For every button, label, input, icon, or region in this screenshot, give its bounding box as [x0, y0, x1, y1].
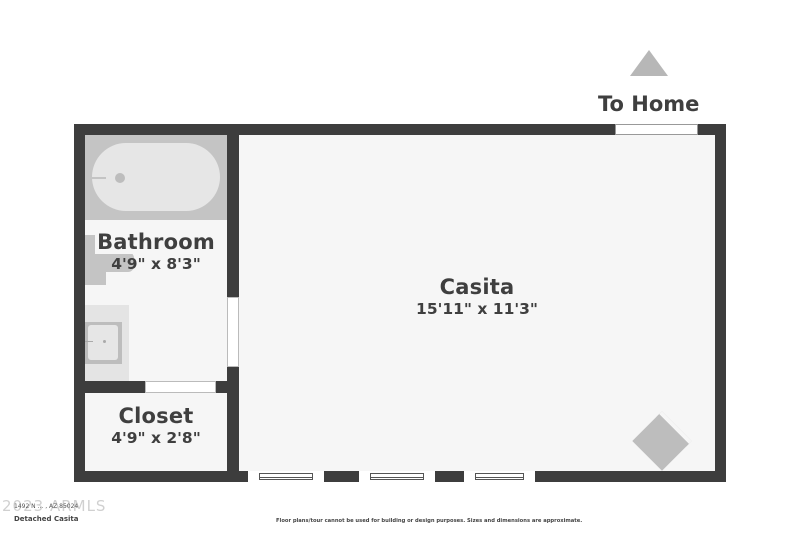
sink-icon	[85, 305, 129, 381]
room-name: Casita	[439, 275, 515, 299]
bathtub-icon	[85, 135, 227, 220]
room-dimensions: 15'11" x 11'3"	[416, 300, 538, 318]
disclaimer-text: Floor plans/tour cannot be used for buil…	[276, 518, 583, 524]
window-3	[464, 471, 535, 482]
room-dimensions: 4'9" x 8'3"	[111, 255, 201, 273]
watermark-text: 2023 ARMLS	[2, 497, 107, 515]
address-text: 1492 N ... , AZ 85024	[14, 503, 79, 510]
door-opening-bath-casita	[227, 297, 239, 367]
north-arrow-icon	[630, 50, 668, 76]
toilet-seat	[104, 252, 134, 272]
caption-text: Detached Casita	[14, 515, 79, 523]
room-label-bathroom: Bathroom 4'9" x 8'3"	[86, 230, 226, 273]
closet-floor	[85, 393, 227, 471]
room-name: Closet	[118, 404, 194, 428]
room-label-closet: Closet 4'9" x 2'8"	[86, 404, 226, 447]
room-label-casita: Casita 15'11" x 11'3"	[377, 275, 577, 318]
casita-floor	[239, 135, 715, 471]
door-opening-to-home	[615, 124, 698, 135]
window-2	[359, 471, 435, 482]
window-1	[248, 471, 324, 482]
to-home-label: To Home	[598, 92, 700, 116]
room-dimensions: 4'9" x 2'8"	[111, 429, 201, 447]
door-opening-closet	[145, 381, 216, 393]
room-name: Bathroom	[95, 230, 217, 254]
